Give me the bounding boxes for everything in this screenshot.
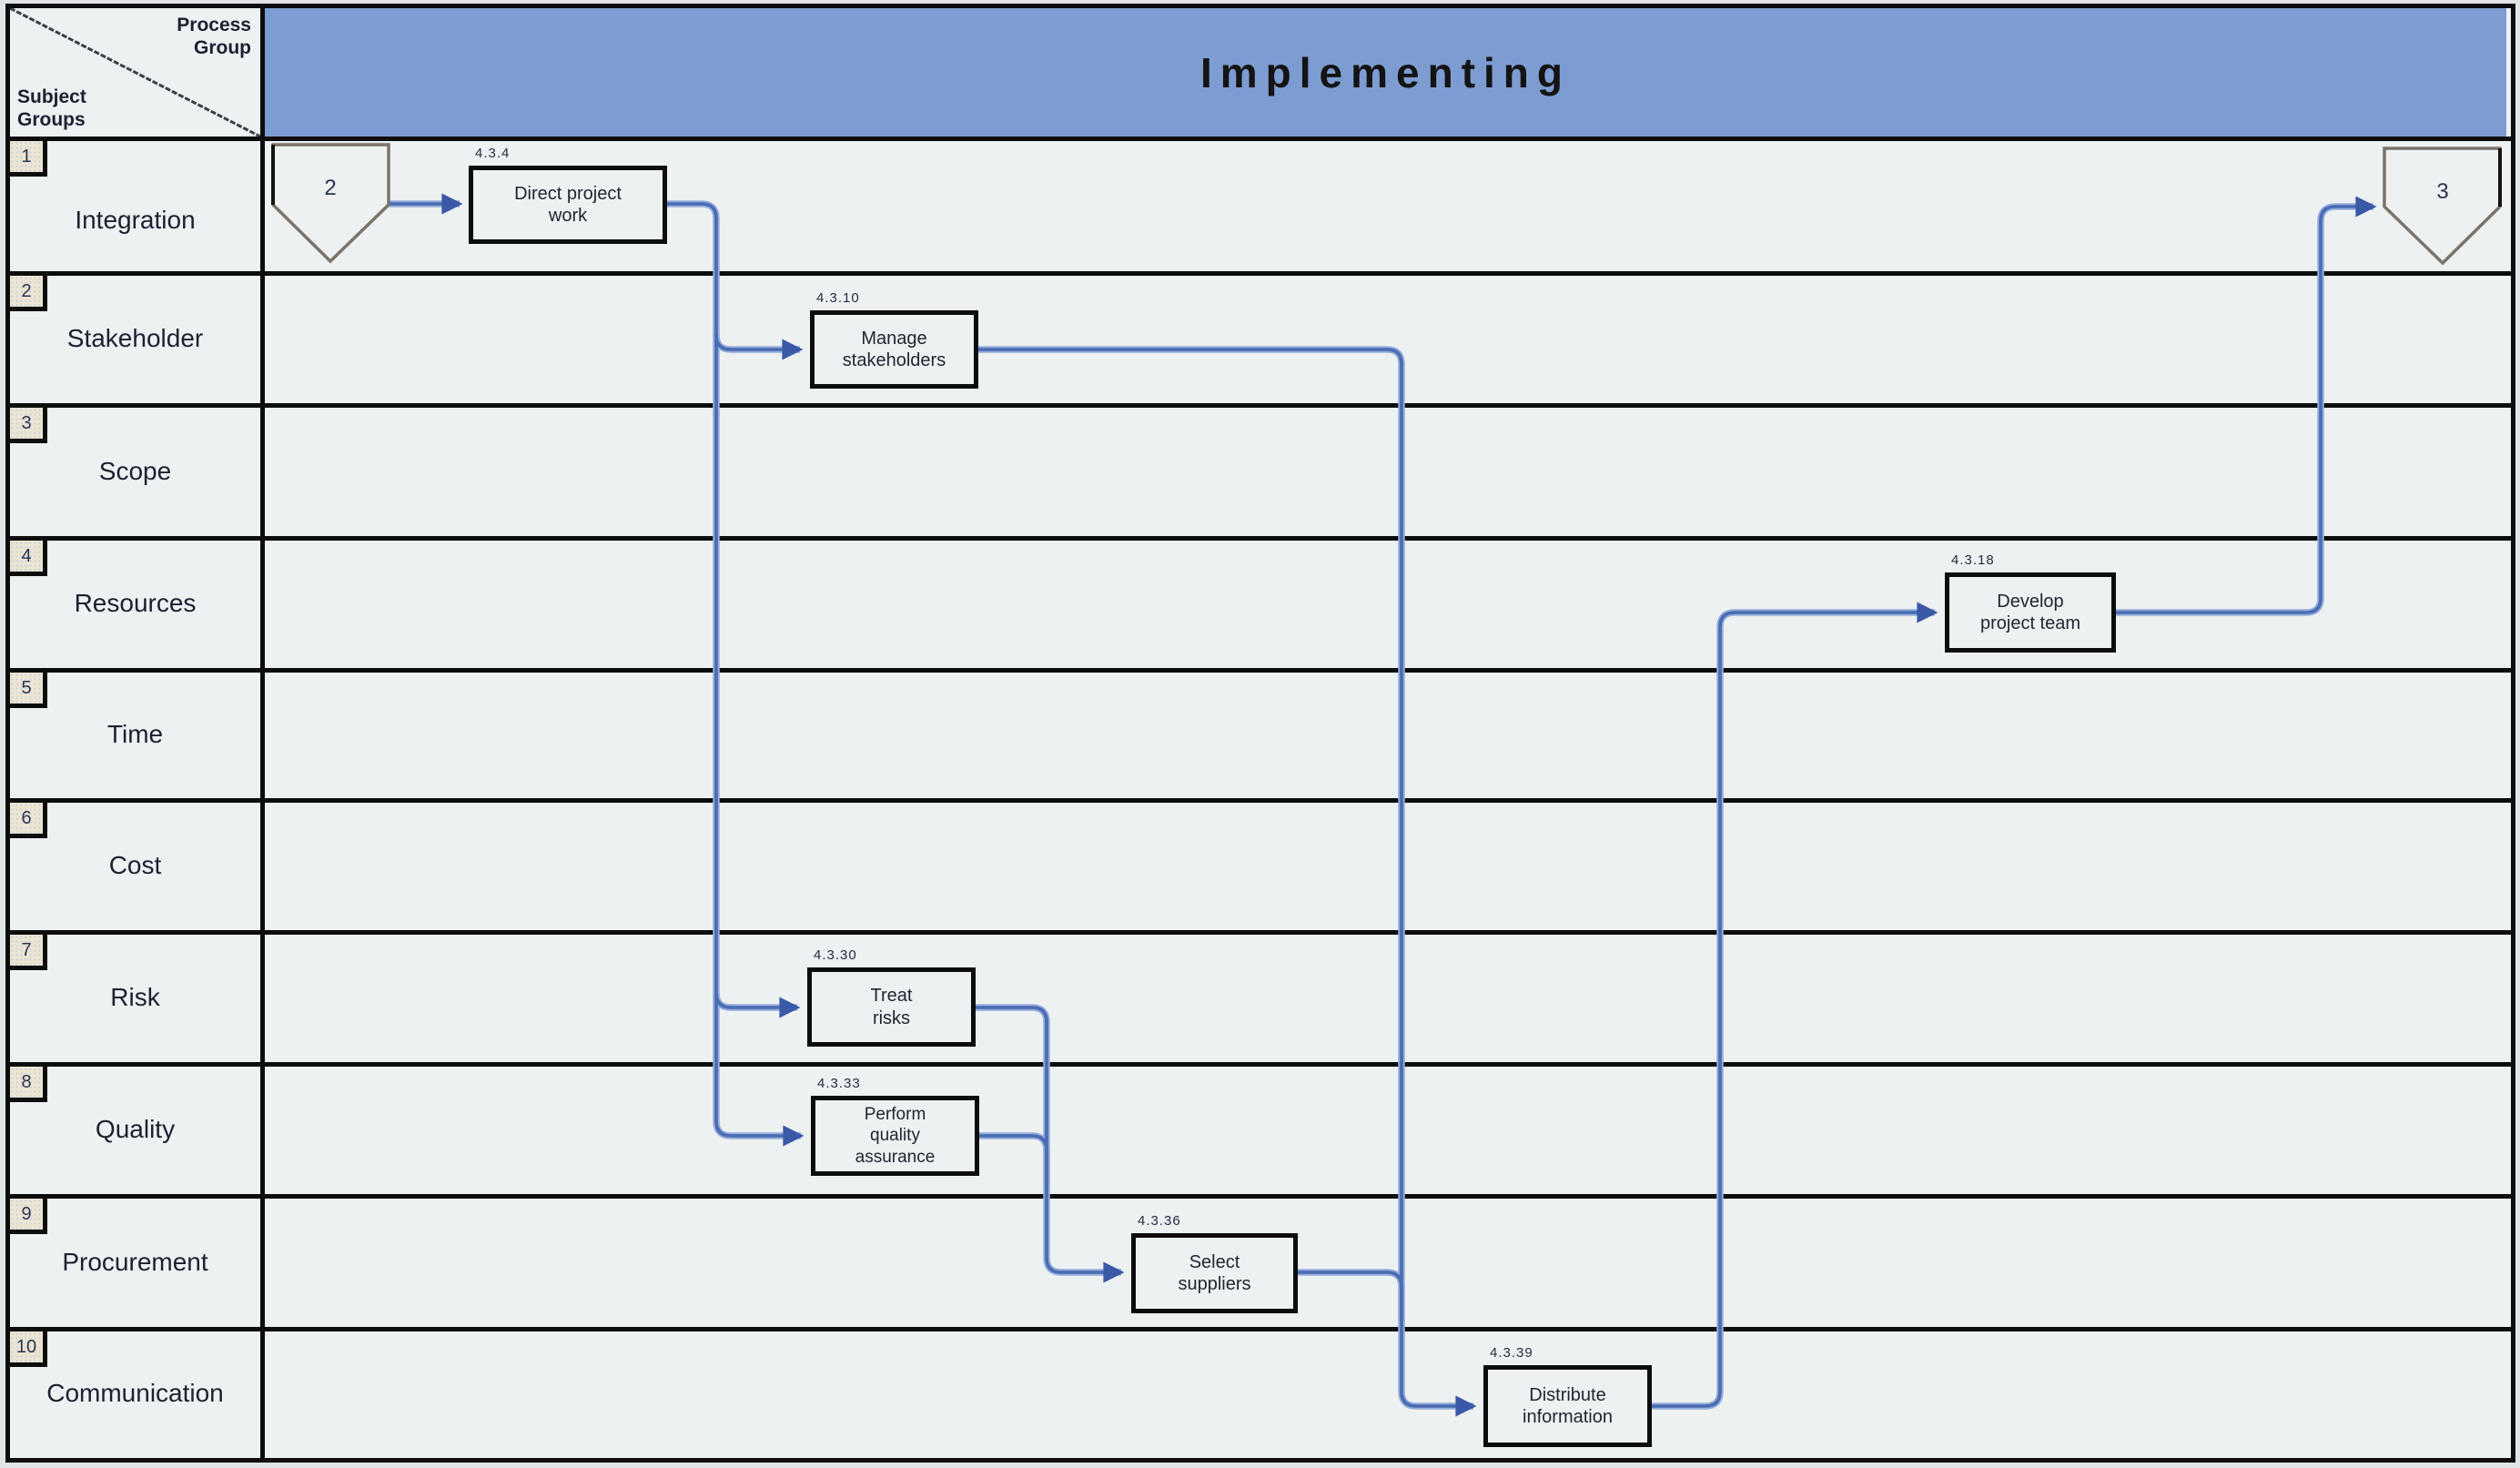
row-number-5: 5 [10, 673, 47, 708]
grid-line-header-bottom [5, 137, 2515, 141]
row-number-7: 7 [10, 935, 47, 970]
process-code-direct-project-work: 4.3.4 [475, 146, 511, 161]
process-label-distribute-information: Distribute information [1523, 1384, 1613, 1427]
process-box-manage-stakeholders: Manage stakeholders [810, 310, 978, 389]
process-group-header: Implementing [265, 8, 2506, 137]
subject-row-label-procurement: Procurement [62, 1248, 208, 1276]
grid-line-row-6 [5, 930, 2515, 935]
process-box-direct-project-work: Direct project work [469, 166, 667, 244]
process-code-distribute-information: 4.3.39 [1490, 1345, 1533, 1361]
subject-row-label-time: Time [106, 720, 164, 748]
row-number-9: 9 [10, 1199, 47, 1234]
corner-diagonal [9, 6, 261, 138]
process-box-select-suppliers: Select suppliers [1131, 1233, 1298, 1313]
grid-line-subject-column [260, 4, 265, 1463]
process-code-develop-project-team: 4.3.18 [1951, 552, 1995, 568]
process-box-perform-quality-assurance: Perform quality assurance [811, 1096, 979, 1176]
row-number-10: 10 [10, 1331, 47, 1367]
grid-line-row-8 [5, 1194, 2515, 1199]
row-number-1: 1 [10, 141, 47, 177]
process-label-direct-project-work: Direct project work [514, 183, 622, 226]
grid-line-row-5 [5, 798, 2515, 803]
process-code-treat-risks: 4.3.30 [814, 947, 857, 963]
corner-cell: Process Group Subject Groups [9, 6, 261, 138]
process-code-select-suppliers: 4.3.36 [1138, 1213, 1181, 1229]
row-number-2: 2 [10, 276, 47, 311]
subject-row-label-risk: Risk [110, 983, 160, 1011]
process-label-treat-risks: Treat risks [870, 986, 913, 1028]
process-box-develop-project-team: Develop project team [1945, 572, 2116, 653]
grid-line-row-1 [5, 271, 2515, 276]
row-number-3: 3 [10, 408, 47, 443]
grid-line-row-2 [5, 403, 2515, 408]
process-code-manage-stakeholders: 4.3.10 [816, 290, 860, 306]
row-number-8: 8 [10, 1067, 47, 1102]
subject-row-label-resources: Resources [74, 589, 197, 617]
subject-row-label-quality: Quality [95, 1115, 176, 1143]
subject-row-label-cost: Cost [108, 851, 162, 879]
grid-line-row-4 [5, 668, 2515, 673]
row-number-4: 4 [10, 541, 47, 576]
offpage-connector-end-number: 3 [2436, 179, 2449, 204]
process-label-perform-quality-assurance: Perform quality assurance [855, 1105, 936, 1167]
subject-row-label-integration: Integration [75, 206, 196, 234]
grid-line-row-3 [5, 536, 2515, 541]
process-label-select-suppliers: Select suppliers [1178, 1251, 1251, 1294]
grid-line-row-7 [5, 1062, 2515, 1067]
row-number-6: 6 [10, 803, 47, 838]
grid-line-row-9 [5, 1327, 2515, 1331]
corner-label-process-group: Process Group [177, 15, 251, 59]
subject-row-label-scope: Scope [98, 457, 172, 485]
process-box-distribute-information: Distribute information [1483, 1365, 1652, 1447]
process-code-perform-quality-assurance: 4.3.33 [817, 1076, 861, 1091]
offpage-connector-start-number: 2 [324, 176, 337, 200]
subject-row-label-communication: Communication [46, 1379, 224, 1407]
subject-row-label-stakeholder: Stakeholder [66, 324, 204, 352]
process-group-title: Implementing [1199, 48, 1572, 96]
process-label-develop-project-team: Develop project team [1979, 591, 2081, 633]
process-box-treat-risks: Treat risks [807, 967, 976, 1047]
corner-label-subject-groups: Subject Groups [17, 86, 86, 130]
process-label-manage-stakeholders: Manage stakeholders [842, 328, 946, 370]
